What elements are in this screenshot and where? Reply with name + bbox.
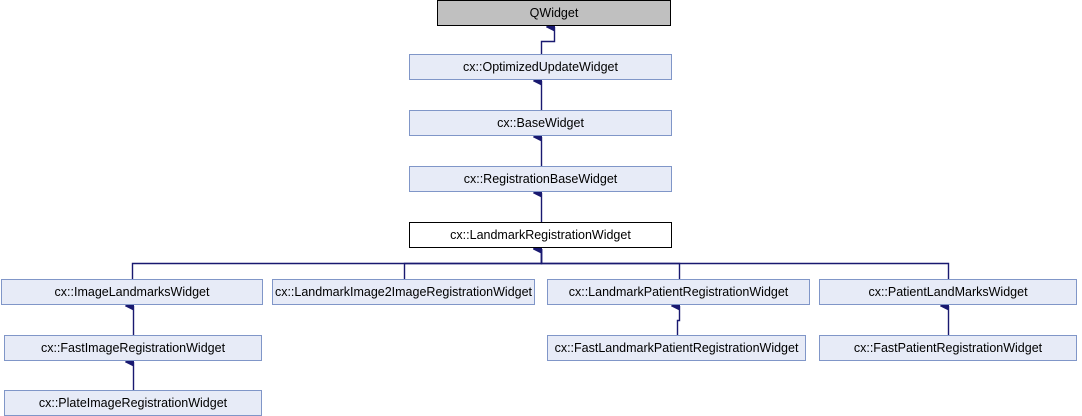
class-node-image_landmarks_widget[interactable]: cx::ImageLandmarksWidget	[1, 279, 263, 305]
inheritance-edge-landmark_image2image_registration_widget-to-landmark_registration_widget	[403, 249, 543, 279]
class-node-qwidget[interactable]: QWidget	[437, 0, 671, 26]
class-node-fast_image_registration_widget[interactable]: cx::FastImageRegistrationWidget	[4, 335, 262, 361]
class-node-optimized_update_widget[interactable]: cx::OptimizedUpdateWidget	[409, 54, 672, 80]
class-node-plate_image_registration_widget[interactable]: cx::PlateImageRegistrationWidget	[4, 390, 262, 416]
class-node-fast_landmark_patient_registration_widget[interactable]: cx::FastLandmarkPatientRegistrationWidge…	[547, 335, 806, 361]
class-node-landmark_image2image_registration_widget[interactable]: cx::LandmarkImage2ImageRegistrationWidge…	[272, 279, 535, 305]
inheritance-edge-optimized_update_widget-to-qwidget	[540, 27, 556, 54]
class-node-base_widget[interactable]: cx::BaseWidget	[409, 110, 672, 136]
inheritance-edge-image_landmarks_widget-to-landmark_registration_widget	[131, 249, 543, 279]
class-node-landmark_patient_registration_widget[interactable]: cx::LandmarkPatientRegistrationWidget	[547, 279, 810, 305]
inheritance-edge-landmark_patient_registration_widget-to-landmark_registration_widget	[542, 249, 681, 279]
class-node-patient_landmarks_widget[interactable]: cx::PatientLandMarksWidget	[819, 279, 1077, 305]
class-node-fast_patient_registration_widget[interactable]: cx::FastPatientRegistrationWidget	[819, 335, 1077, 361]
class-node-registration_base_widget[interactable]: cx::RegistrationBaseWidget	[409, 166, 672, 192]
inheritance-edge-fast_landmark_patient_registration_widget-to-landmark_patient_registration_widget	[678, 306, 681, 335]
class-node-landmark_registration_widget[interactable]: cx::LandmarkRegistrationWidget	[409, 222, 672, 248]
inheritance-edge-patient_landmarks_widget-to-landmark_registration_widget	[542, 249, 950, 279]
